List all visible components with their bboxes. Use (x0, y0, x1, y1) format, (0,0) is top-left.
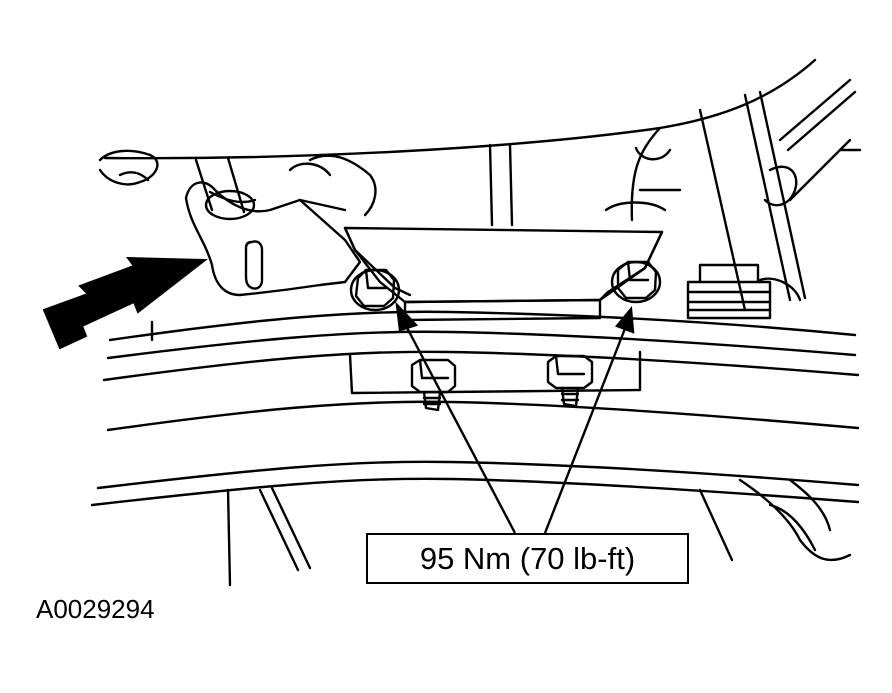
torque-callout: 95 Nm (70 lb-ft) (366, 533, 689, 584)
callout-leader-lines (395, 301, 635, 534)
mount-bolt-left (349, 268, 401, 312)
mount-bolt-right (610, 260, 662, 304)
crossmember-nut-right (546, 354, 594, 408)
torque-value: 95 Nm (70 lb-ft) (419, 540, 636, 576)
background-structure (288, 143, 682, 227)
crossmember-nut-left (410, 358, 457, 412)
stabilizer-tube (194, 156, 246, 214)
leader-line-right (543, 325, 628, 534)
electrical-connector (686, 263, 772, 320)
arrowhead-left (395, 301, 419, 332)
figure-id: A0029294 (36, 594, 155, 624)
lower-frame (226, 478, 852, 587)
direction-arrow (42, 256, 208, 350)
right-wiring-harness (698, 78, 862, 312)
left-mounting-bracket (184, 181, 362, 297)
leader-line-left (402, 321, 517, 534)
crossmember (90, 310, 860, 507)
upper-body-panel (98, 58, 817, 222)
arrowhead-right (615, 305, 635, 334)
